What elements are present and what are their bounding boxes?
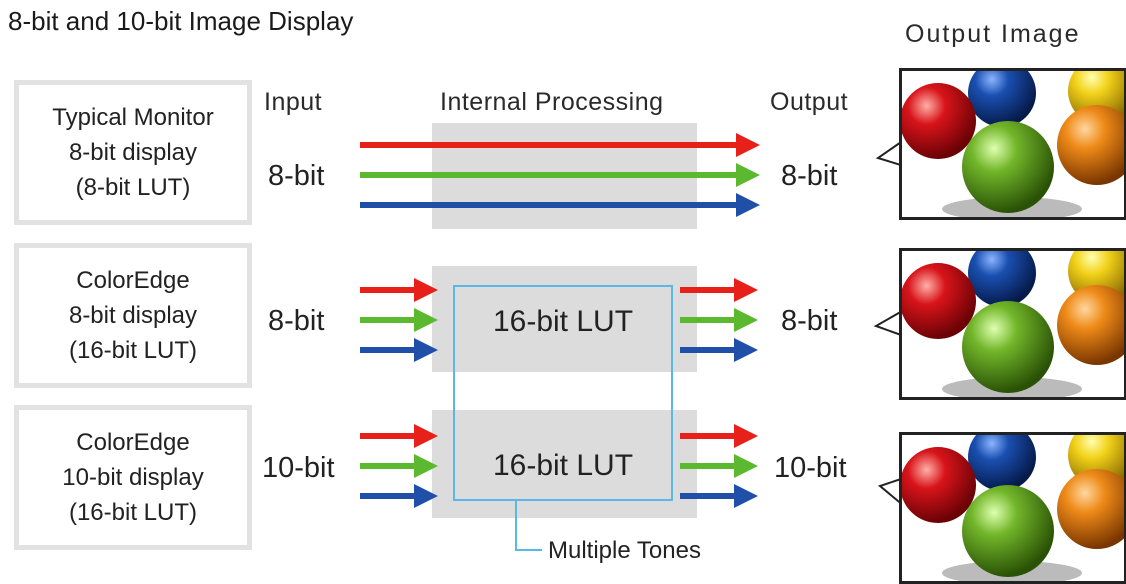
output-bit-row2: 8-bit xyxy=(781,305,838,337)
row-label-line: 10-bit display xyxy=(62,464,204,491)
output-pointer xyxy=(875,139,905,167)
row-label-line: (16-bit LUT) xyxy=(68,499,197,526)
multiple-tones-connector xyxy=(515,500,542,551)
row-label-typical-monitor: Typical Monitor 8-bit display (8-bit LUT… xyxy=(14,80,252,225)
input-bit-row1: 8-bit xyxy=(268,160,325,192)
output-bit-row3: 10-bit xyxy=(774,452,847,484)
header-input: Input xyxy=(264,88,323,116)
row-label-line: ColorEdge xyxy=(76,429,190,456)
row-label-line: ColorEdge xyxy=(76,267,190,294)
row-label-line: 8-bit display xyxy=(68,302,198,329)
spheres-image xyxy=(902,71,1124,217)
header-output: Output xyxy=(770,88,849,116)
spheres-image xyxy=(902,251,1124,397)
lut-label-row3: 16-bit LUT xyxy=(492,449,634,482)
output-image-row2 xyxy=(899,248,1126,400)
multiple-tones-label: Multiple Tones xyxy=(548,537,701,564)
row-label-line: (8-bit LUT) xyxy=(75,174,191,201)
lut-outline xyxy=(453,285,673,501)
row-label-line: Typical Monitor xyxy=(52,104,214,131)
row-label-coloredge-8bit: ColorEdge 8-bit display (16-bit LUT) xyxy=(14,243,252,388)
row-label-coloredge-10bit: ColorEdge 10-bit display (16-bit LUT) xyxy=(14,405,252,550)
row-label-line: (16-bit LUT) xyxy=(68,337,198,364)
lut-label-row2: 16-bit LUT xyxy=(492,305,634,338)
header-output-image: Output Image xyxy=(905,20,1081,48)
processing-block-row2 xyxy=(432,266,697,372)
row2-arrows xyxy=(360,278,758,362)
row1-arrows xyxy=(360,133,760,217)
diagram-title: 8-bit and 10-bit Image Display xyxy=(8,6,354,36)
spheres-image xyxy=(902,435,1124,581)
input-bit-row2: 8-bit xyxy=(268,305,325,337)
row-label-line: 8-bit display xyxy=(68,139,198,166)
output-pointer xyxy=(873,309,905,337)
output-bit-row1: 8-bit xyxy=(781,160,838,192)
output-pointer xyxy=(877,477,905,507)
header-internal-processing: Internal Processing xyxy=(440,88,664,116)
output-image-row1 xyxy=(899,68,1126,220)
output-image-row3 xyxy=(899,432,1126,584)
row3-arrows xyxy=(360,424,758,508)
input-bit-row3: 10-bit xyxy=(262,452,335,484)
